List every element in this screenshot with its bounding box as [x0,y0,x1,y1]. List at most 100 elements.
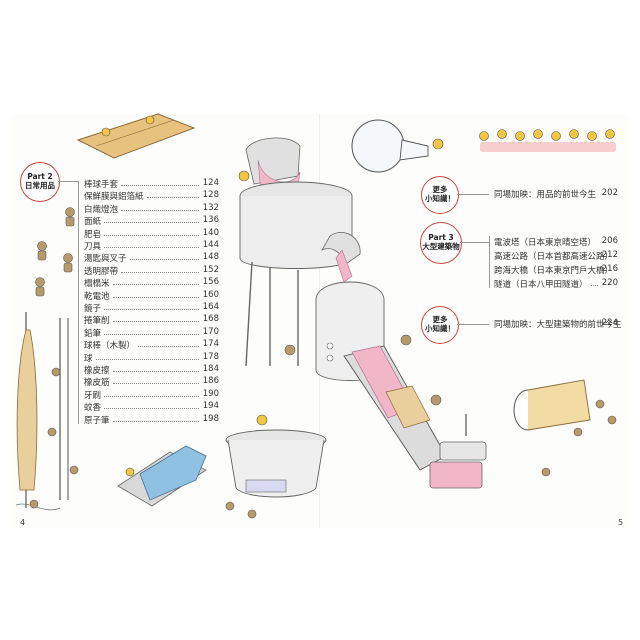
toc-entry-title: 橡皮筋 [84,378,110,389]
toc-entry-title: 牙刷 [84,390,102,401]
more1-line1: 更多 [432,185,448,195]
toc-entry-page: 160 [202,289,219,300]
left-page-number: 4 [20,518,26,527]
toc-entry-page: 164 [202,302,219,312]
toc-leader-dots [104,222,199,224]
part2-label: Part 2 [27,172,53,182]
toc-entry[interactable]: 湯匙與叉子 148 [84,252,219,264]
toc-entry-page: 190 [202,388,219,399]
toc-entry[interactable]: 乾電池 160 [84,290,219,302]
toc-entry-page: 128 [202,190,219,201]
toc-entry-page: 170 [202,326,219,337]
part3-label: Part 3 [428,233,454,243]
toc-entry-title: 隧道（日本八甲田隧道） [494,280,588,290]
toc-leader-dots [96,358,199,360]
toc-entry[interactable]: 原子筆 198 [84,414,219,426]
toc-leader-dots [113,296,199,298]
soap-machine-icon [238,137,385,381]
light-bulb-icon [351,119,444,173]
toc-entry-page: 148 [202,252,219,263]
toc-entry-page: 168 [202,314,219,325]
toc-entry-page: 194 [202,401,219,412]
part3-connector [460,242,489,243]
worker-row-icon [479,129,616,152]
toc-leader-dots [113,371,199,372]
toc-entry[interactable]: 跨海大橋（日本東京門戶大橋）216 [494,264,618,276]
wash-tub-icon [225,414,327,498]
toc-entry-title: 白熾燈泡 [84,204,119,215]
worker-figure-icon [35,207,75,297]
toc-entry-page: 216 [601,264,618,274]
toc-entry-title: 球 [84,353,93,364]
toc-entry-page: 184 [202,364,219,374]
part2-badge: Part 2 日常用品 [20,162,60,202]
toc-leader-dots [130,259,199,261]
toc-entry[interactable]: 球 178 [84,352,219,364]
toc-entry-title: 球棒（木製） [84,341,136,352]
toc-entry[interactable]: 牙刷 190 [84,389,219,401]
toc-leader-dots [113,321,199,323]
toc-leader-dots [104,309,199,310]
toc-entry-title: 蚊香 [84,403,102,414]
toc-entry-page: 198 [202,413,219,424]
toc-leader-dots [121,185,199,186]
part3-badge: Part 3 大型建築物 [420,222,462,264]
toc-entry-page: 224 [601,318,618,328]
toc-entry-page: 174 [202,339,219,350]
toc-entry-title: 原子筆 [84,415,110,426]
more2-line1: 更多 [432,315,448,325]
toc-entry-page: 140 [202,227,219,238]
toc-entry-page: 212 [601,250,618,260]
pencil-press-icon [15,312,79,511]
toc-entry-page: 156 [202,277,219,288]
part3-bracket [489,236,490,288]
toc-entry[interactable]: 保鮮膜與鋁箔紙 128 [84,190,219,202]
toc-leader-dots [147,197,199,199]
toc-entry-page: 136 [202,215,219,226]
toc-leader-dots [113,420,199,422]
toc-leader-dots [104,408,199,410]
more1-connector [457,194,489,195]
toc-entry[interactable]: 隧道（日本八甲田隧道）220 [494,278,618,290]
more-knowledge-badge-1: 更多 小知識！ [421,176,459,214]
toc-entry-title: 高速公路（日本首都高速公路） [494,252,614,262]
toc-leader-dots [104,247,199,248]
right-page-number: 5 [618,518,624,527]
toc-leader-dots [104,234,199,236]
toc-entry[interactable]: 高速公路（日本首都高速公路）212 [494,250,618,262]
toc-entry-page: 152 [202,264,219,275]
part2-bracket [78,181,79,424]
toc-entry[interactable]: 鉛筆 170 [84,327,219,339]
part2-title: 日常用品 [25,181,55,190]
toc-entry-title: 鉛筆 [84,328,102,339]
toc-entry-title: 同場加映：大型建築物的前世今生 [494,320,622,330]
toc-entry[interactable]: 蚊香 194 [84,401,219,413]
blue-bag-icon [117,445,257,519]
more1-line2: 小知識！ [425,194,455,203]
more2-line2: 小知識！ [425,324,455,333]
toc-entry-title: 湯匙與叉子 [84,254,127,265]
toc-entry[interactable]: 球棒（木製） 174 [84,339,219,351]
toc-leader-dots [138,346,199,348]
toc-entry-page: 178 [202,351,219,362]
toc-entry-title: 保鮮膜與鋁箔紙 [84,192,144,203]
part3-title: 大型建築物 [422,242,460,251]
toc-entry-title: 電波塔（日本東京晴空塔） [494,238,597,248]
toc-leader-dots [113,284,199,286]
toc-entry-title: 乾電池 [84,291,110,302]
toc-entry[interactable]: 電波塔（日本東京晴空塔）206 [494,236,618,248]
